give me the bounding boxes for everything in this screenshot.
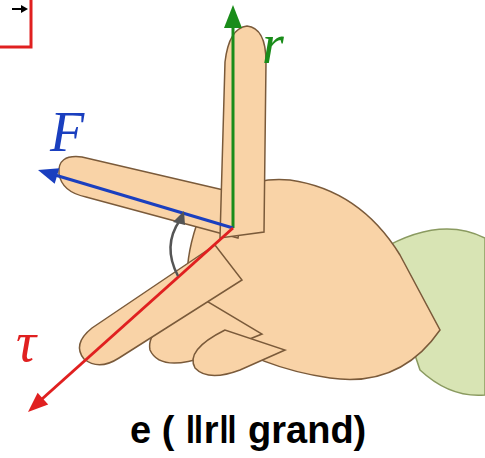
arrowhead [28, 393, 48, 412]
r-vector [232, 24, 235, 228]
thumb [220, 26, 266, 238]
f-vector [55, 175, 233, 228]
vector-label: τ⃗ [16, 312, 80, 374]
formula-box [0, 0, 31, 47]
arrowhead [224, 5, 242, 28]
vector-label: F⃗ [50, 102, 128, 164]
rotation-arrow [170, 220, 180, 276]
index-finger [59, 157, 245, 238]
vector-label: r⃗ [262, 14, 327, 76]
middle-finger [80, 245, 243, 365]
vector-arrow-fragment [21, 5, 28, 13]
arrowhead [38, 168, 59, 183]
caption-fragment: e ( ‖r‖ grand) [130, 410, 366, 452]
arrowhead [173, 211, 185, 225]
curled-finger [193, 330, 285, 376]
